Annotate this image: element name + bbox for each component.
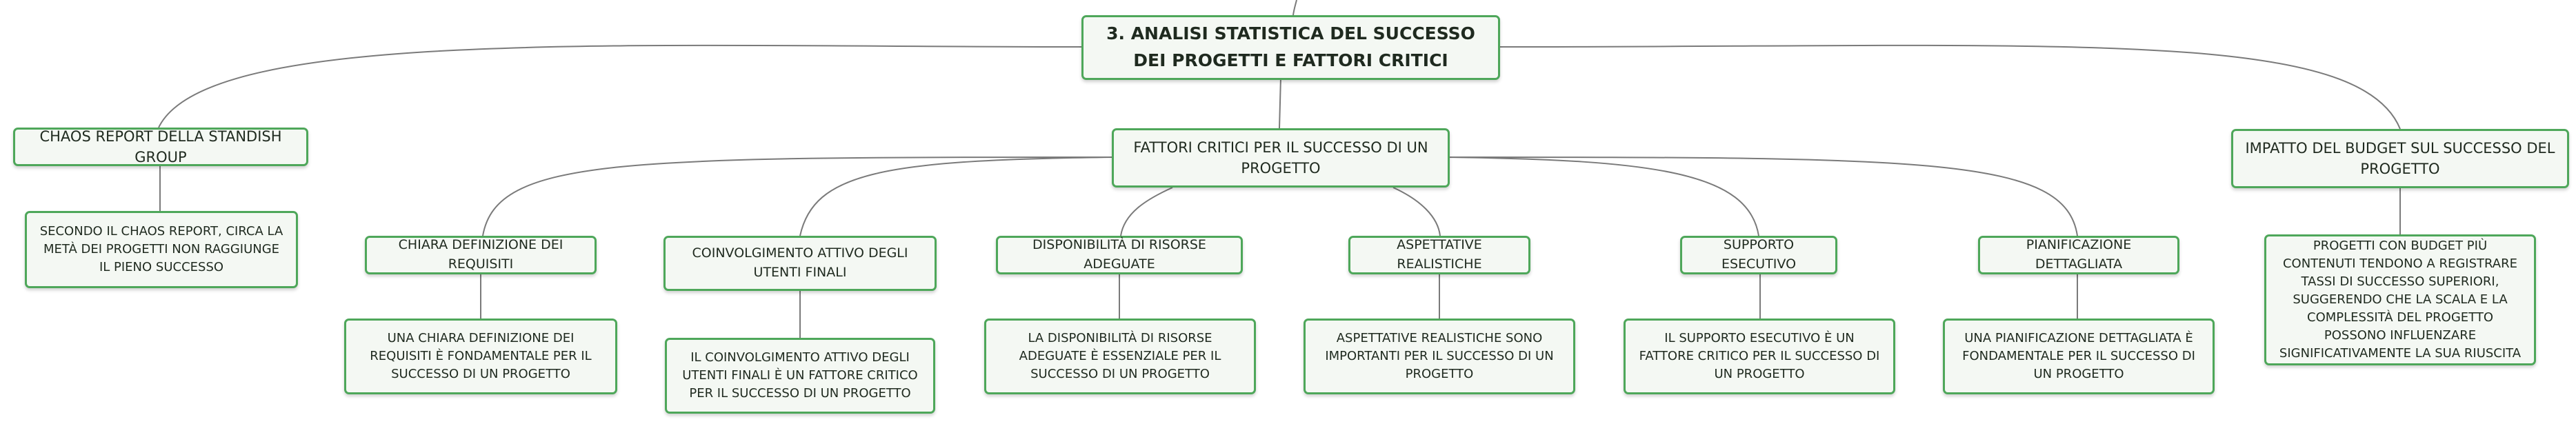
budget-detail-label: PROGETTI CON BUDGET PIÙ CONTENUTI TENDON…	[2279, 238, 2522, 361]
factor-label-risorse: DISPONIBILITÀ DI RISORSE ADEGUATE	[1032, 237, 1206, 272]
edge-fattori-f1	[482, 157, 1115, 236]
factor-detail-label-pianificazione: UNA PIANIFICAZIONE DETTAGLIATA È FONDAME…	[1962, 330, 2195, 382]
factor-node-utenti[interactable]: COINVOLGIMENTO ATTIVO DEGLI UTENTI FINAL…	[663, 236, 937, 291]
factor-label-utenti: COINVOLGIMENTO ATTIVO DEGLI UTENTI FINAL…	[692, 245, 908, 280]
factor-detail-risorse[interactable]: LA DISPONIBILITÀ DI RISORSE ADEGUATE È E…	[984, 319, 1256, 394]
factor-label-pianificazione: PIANIFICAZIONE DETTAGLIATA	[2026, 237, 2132, 272]
factor-detail-label-risorse: LA DISPONIBILITÀ DI RISORSE ADEGUATE È E…	[1019, 330, 1221, 382]
factor-node-supporto[interactable]: SUPPORTO ESECUTIVO	[1680, 236, 1837, 274]
edge-fattori-f4	[1392, 187, 1441, 236]
factor-detail-requisiti[interactable]: UNA CHIARA DEFINIZIONE DEI REQUISITI È F…	[344, 319, 617, 394]
chaos-report-label: CHAOS REPORT DELLA STANDISH GROUP	[39, 128, 282, 165]
factor-node-pianificazione[interactable]: PIANIFICAZIONE DETTAGLIATA	[1978, 236, 2179, 274]
factor-label-aspettative: ASPETTATIVE REALISTICHE	[1397, 237, 1482, 272]
factor-detail-utenti[interactable]: IL COINVOLGIMENTO ATTIVO DEGLI UTENTI FI…	[665, 338, 935, 414]
edge-parent-root	[1292, 0, 1297, 16]
edge-root-chaos	[158, 44, 1082, 128]
budget-label: IMPATTO DEL BUDGET SUL SUCCESSO DEL PROG…	[2245, 139, 2555, 177]
edge-fattori-f2	[799, 157, 1115, 236]
edge-fattori-f5	[1446, 157, 1759, 236]
chaos-report-node[interactable]: CHAOS REPORT DELLA STANDISH GROUP	[13, 128, 308, 166]
fattori-critici-label: FATTORI CRITICI PER IL SUCCESSO DI UN PR…	[1133, 139, 1428, 176]
factor-detail-label-supporto: IL SUPPORTO ESECUTIVO È UN FATTORE CRITI…	[1639, 330, 1880, 382]
factor-detail-pianificazione[interactable]: UNA PIANIFICAZIONE DETTAGLIATA È FONDAME…	[1943, 319, 2215, 394]
chaos-report-detail-node[interactable]: SECONDO IL CHAOS REPORT, CIRCA LA METÀ D…	[25, 211, 298, 288]
factor-detail-label-utenti: IL COINVOLGIMENTO ATTIVO DEGLI UTENTI FI…	[682, 350, 918, 401]
edge-fattori-f3	[1120, 187, 1173, 236]
edge-fattori-f6	[1446, 157, 2078, 236]
factor-node-risorse[interactable]: DISPONIBILITÀ DI RISORSE ADEGUATE	[996, 236, 1243, 274]
factor-node-requisiti[interactable]: CHIARA DEFINIZIONE DEI REQUISITI	[365, 236, 597, 274]
factor-detail-aspettative[interactable]: ASPETTATIVE REALISTICHE SONO IMPORTANTI …	[1304, 319, 1575, 394]
budget-node[interactable]: IMPATTO DEL BUDGET SUL SUCCESSO DEL PROG…	[2231, 129, 2569, 188]
chaos-report-detail-label: SECONDO IL CHAOS REPORT, CIRCA LA METÀ D…	[39, 223, 283, 275]
factor-detail-label-requisiti: UNA CHIARA DEFINIZIONE DEI REQUISITI È F…	[370, 330, 592, 382]
factor-detail-label-aspettative: ASPETTATIVE REALISTICHE SONO IMPORTANTI …	[1325, 330, 1554, 382]
factor-node-aspettative[interactable]: ASPETTATIVE REALISTICHE	[1348, 236, 1530, 274]
fattori-critici-node[interactable]: FATTORI CRITICI PER IL SUCCESSO DI UN PR…	[1112, 128, 1450, 188]
edge-root-budget	[1499, 44, 2401, 130]
root-node[interactable]: 3. ANALISI STATISTICA DEL SUCCESSO DEI P…	[1081, 15, 1500, 80]
factor-label-requisiti: CHIARA DEFINIZIONE DEI REQUISITI	[398, 237, 563, 272]
factor-label-supporto: SUPPORTO ESECUTIVO	[1721, 237, 1797, 272]
edge-root-fattori	[1279, 77, 1281, 129]
root-node-label: 3. ANALISI STATISTICA DEL SUCCESSO DEI P…	[1106, 23, 1475, 70]
factor-detail-supporto[interactable]: IL SUPPORTO ESECUTIVO È UN FATTORE CRITI…	[1624, 319, 1895, 394]
budget-detail-node[interactable]: PROGETTI CON BUDGET PIÙ CONTENUTI TENDON…	[2264, 234, 2536, 365]
